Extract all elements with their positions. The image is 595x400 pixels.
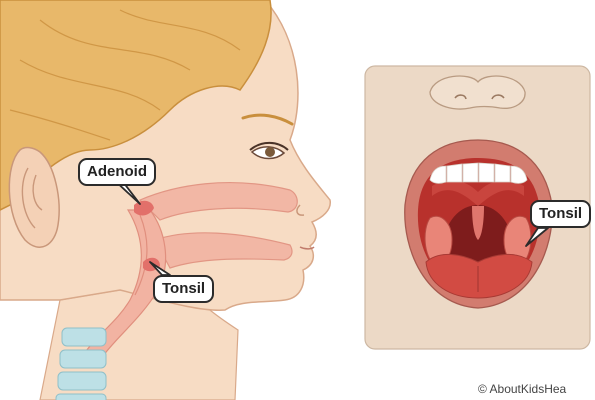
tonsil-callout-mouth: Tonsil [530,200,591,228]
head-profile [0,0,330,400]
adenoid-callout: Adenoid [78,158,156,186]
cervical-vertebrae [56,328,106,400]
panel-nose [430,76,525,109]
tonsil-callout-profile: Tonsil [153,275,214,303]
copyright-credit: © AboutKidsHea [478,382,566,396]
iris [265,147,275,157]
